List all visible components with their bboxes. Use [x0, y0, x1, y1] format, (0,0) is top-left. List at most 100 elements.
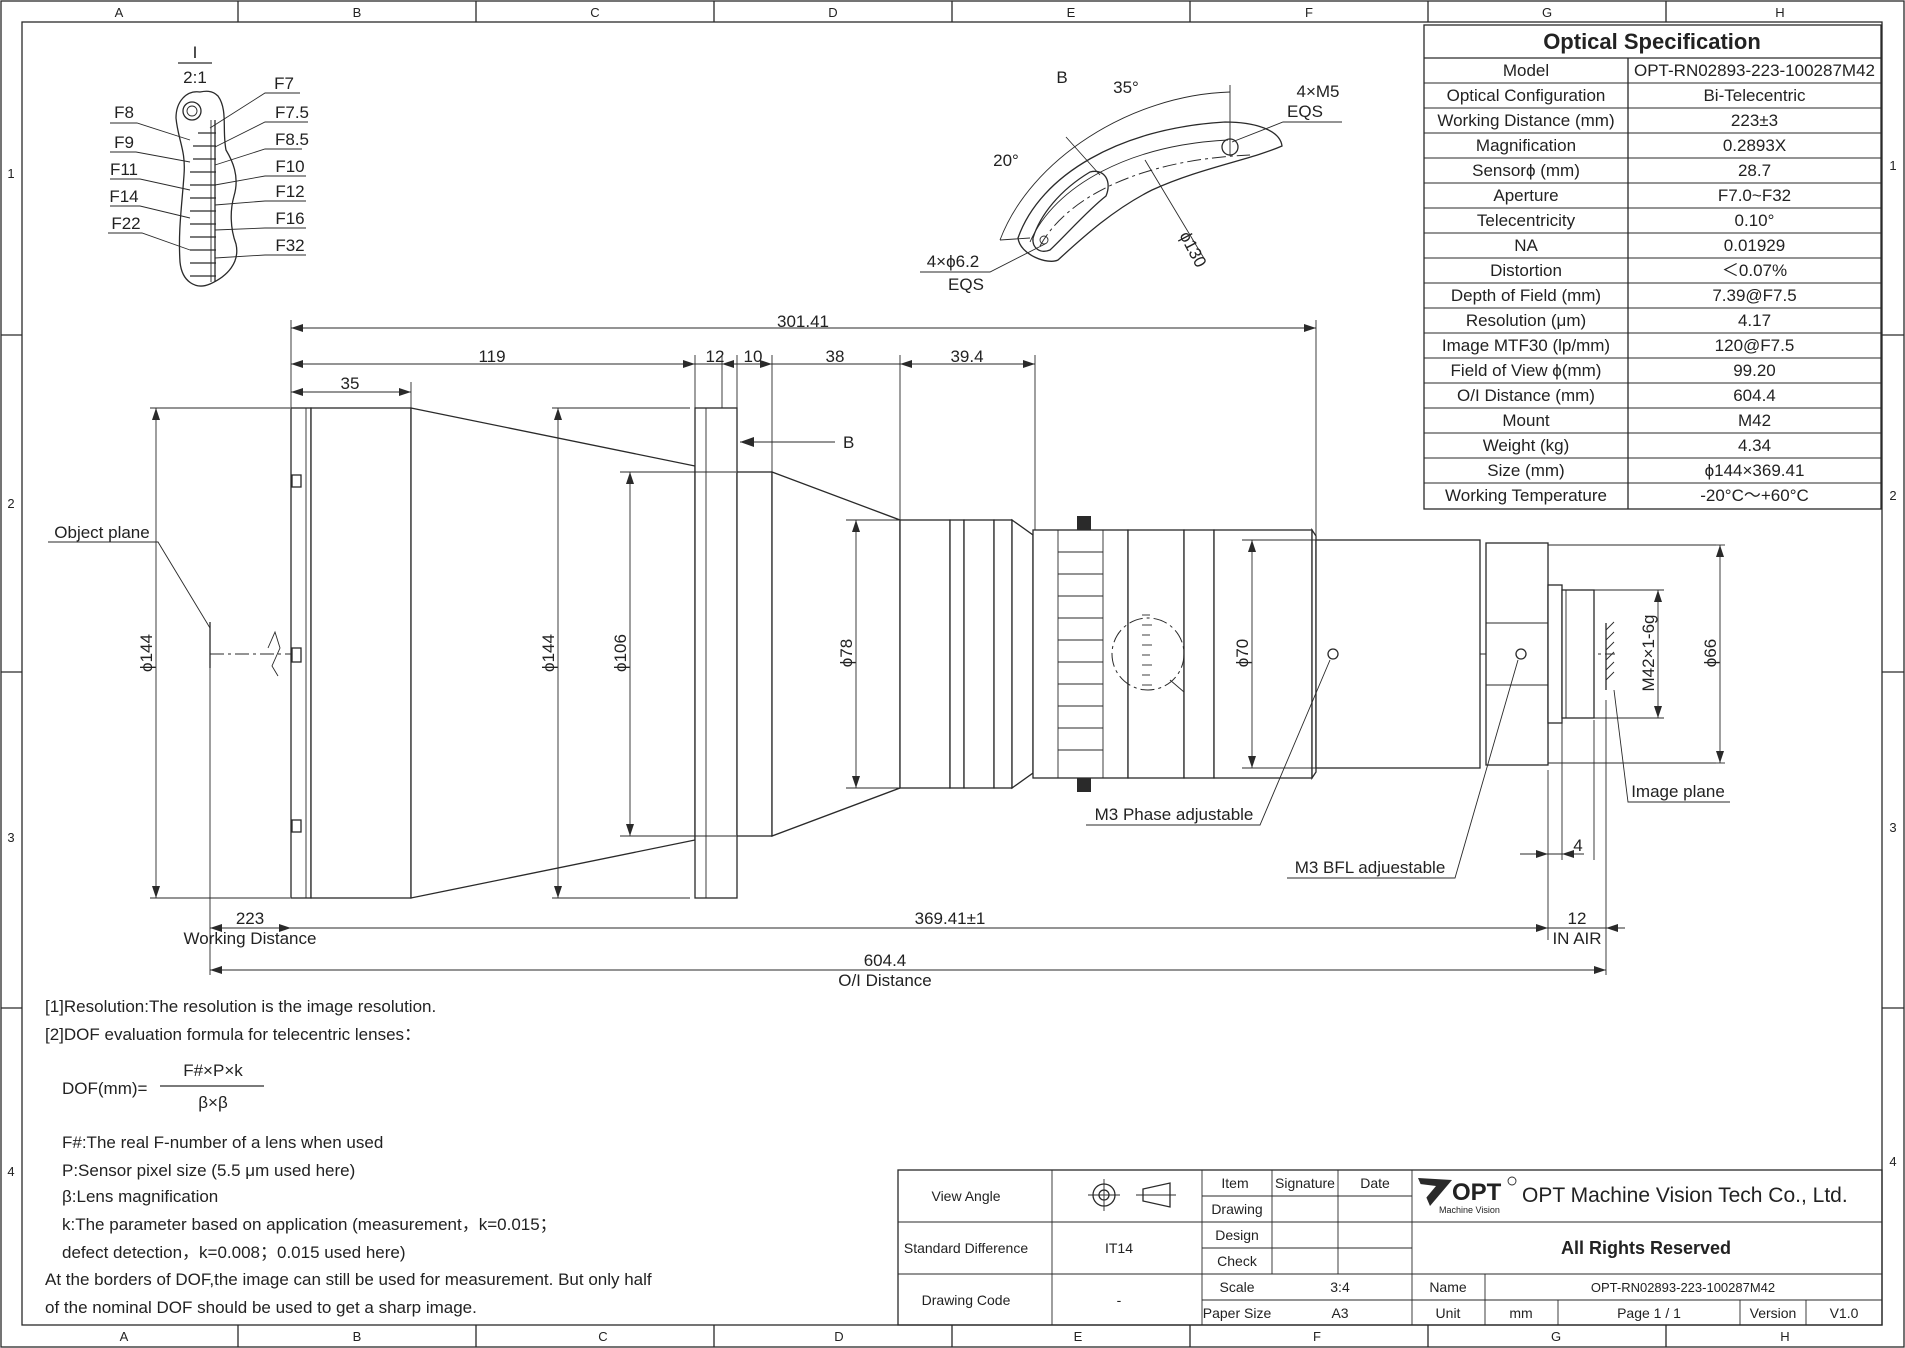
drawing-code-value: - [1117, 1292, 1122, 1308]
hole-6-2-callout: 4×ϕ6.2 [927, 252, 980, 271]
note-dof-title: [2]DOF evaluation formula for telecentri… [45, 1025, 421, 1044]
detail-b-label: B [1056, 68, 1067, 87]
spec-row-label: Mount [1502, 411, 1550, 430]
column-markers-top: A B C D E F G H [115, 5, 1785, 20]
spec-row-label: Resolution (μm) [1466, 311, 1586, 330]
fstop-f22: F22 [111, 214, 140, 233]
row-1-left: 1 [7, 166, 14, 181]
name-value: OPT-RN02893-223-100287M42 [1591, 1280, 1775, 1295]
rear-cone [771, 471, 901, 837]
spec-row-value: 99.20 [1733, 361, 1776, 380]
spec-row-label: Field of View ϕ(mm) [1451, 361, 1602, 380]
m3-bfl-label: M3 BFL adjuestable [1295, 858, 1446, 877]
dof-numerator: F#×P×k [183, 1061, 243, 1080]
phi130-dimension: ϕ130 [1176, 228, 1211, 270]
spec-row-value: 120@F7.5 [1715, 336, 1795, 355]
dim-223: 223 [236, 909, 264, 928]
dim-12-in-air: 12 [1568, 909, 1587, 928]
fstop-f7: F7 [274, 74, 294, 93]
fstop-f12: F12 [275, 182, 304, 201]
note-k-defect: defect detection，k=0.008；0.015 used here… [62, 1243, 406, 1262]
working-distance-label: Working Distance [184, 929, 317, 948]
standard-difference-value: IT14 [1105, 1240, 1133, 1256]
note-fnumber: F#:The real F-number of a lens when used [62, 1133, 383, 1152]
column-markers-bottom: A B C D E F G H [120, 1329, 1790, 1344]
title-block: View Angle Item Signature Date Drawing S… [897, 1169, 1883, 1326]
m5-eqs: EQS [1287, 102, 1323, 121]
fstop-f16: F16 [275, 209, 304, 228]
dimensions: 301.41 119 12 10 38 39.4 35 223 Working … [137, 312, 1725, 990]
spec-row-label: Image MTF30 (lp/mm) [1442, 336, 1610, 355]
spec-row-value: 223±3 [1731, 111, 1778, 130]
third-angle-projection-icon [1088, 1179, 1176, 1211]
spec-row-label: Working Distance (mm) [1437, 111, 1614, 130]
row-markers: 1 2 3 4 1 2 3 4 [7, 158, 1896, 1179]
dim-phi144-flange: ϕ144 [539, 634, 558, 672]
check-row-label: Check [1217, 1253, 1258, 1269]
object-plane-label: Object plane [54, 523, 149, 542]
spec-row-label: Model [1503, 61, 1549, 80]
note-pixel-size: P:Sensor pixel size (5.5 μm used here) [62, 1161, 355, 1180]
fstop-f8-5: F8.5 [275, 130, 309, 149]
m5-callout: 4×M5 [1297, 82, 1340, 101]
spec-row-label: Depth of Field (mm) [1451, 286, 1601, 305]
m42-mount [1547, 584, 1563, 724]
spec-row-label: Aperture [1493, 186, 1558, 205]
m3-bfl-screw [1515, 648, 1527, 660]
angle-35: 35° [1113, 78, 1139, 97]
notes: [1]Resolution:The resolution is the imag… [45, 997, 652, 1317]
dim-604-4: 604.4 [864, 951, 907, 970]
unit-value: mm [1509, 1305, 1532, 1321]
col-e: E [1067, 5, 1076, 20]
locking-screw-bottom [1077, 778, 1091, 792]
fstop-f11: F11 [110, 160, 138, 179]
col-h: H [1780, 1329, 1789, 1344]
spec-row-label: Magnification [1476, 136, 1576, 155]
dof-denominator: β×β [198, 1093, 228, 1112]
m3-phase-screw [1327, 648, 1339, 660]
col-c: C [590, 5, 599, 20]
drawing-row-label: Drawing [1211, 1201, 1262, 1217]
paper-size-value: A3 [1331, 1305, 1348, 1321]
dof-lhs: DOF(mm)= [62, 1079, 148, 1098]
detail-b-flange-segment: B 35° 20° 4×M5 EQS 4×ϕ6.2 EQS ϕ130 [920, 68, 1342, 294]
dim-119: 119 [478, 347, 505, 366]
image-plane-label: Image plane [1631, 782, 1725, 801]
note-borders-2: of the nominal DOF should be used to get… [45, 1298, 477, 1317]
row-3-right: 3 [1889, 820, 1896, 835]
spec-row-value: 0.10° [1735, 211, 1775, 230]
note-k-param: k:The parameter based on application (me… [62, 1215, 557, 1234]
spec-row-value: OPT-RN02893-223-100287M42 [1634, 61, 1875, 80]
version-label: Version [1750, 1305, 1797, 1321]
fstop-f8: F8 [114, 103, 134, 122]
col-d: D [834, 1329, 843, 1344]
spec-row-value: -20°C～+60°C [1700, 486, 1809, 505]
in-air-label: IN AIR [1552, 929, 1601, 948]
col-h: H [1775, 5, 1784, 20]
detail-i-label: I [193, 43, 198, 62]
spec-row-label: Distortion [1490, 261, 1562, 280]
spec-row-label: Optical Configuration [1447, 86, 1606, 105]
oi-distance-label: O/I Distance [838, 971, 932, 990]
spec-row-label: Sensorϕ (mm) [1472, 161, 1580, 180]
page-indicator: Page 1 / 1 [1617, 1305, 1681, 1321]
spec-row-value: 7.39@F7.5 [1712, 286, 1796, 305]
logo-subtitle: Machine Vision [1439, 1205, 1500, 1215]
rear-body [1213, 529, 1313, 779]
spec-row-value: ϕ144×369.41 [1705, 461, 1805, 480]
spec-row-label: O/I Distance (mm) [1457, 386, 1595, 405]
hole-6-2-eqs: EQS [948, 275, 984, 294]
col-f: F [1305, 5, 1313, 20]
col-e: E [1074, 1329, 1083, 1344]
row-2-left: 2 [7, 496, 14, 511]
company-name: OPT Machine Vision Tech Co., Ltd. [1522, 1184, 1848, 1207]
detail-i-outline [175, 90, 238, 287]
dim-38: 38 [826, 347, 845, 366]
col-a: A [120, 1329, 129, 1344]
dim-phi66: ϕ66 [1701, 639, 1720, 667]
col-g: G [1542, 5, 1552, 20]
front-barrel [310, 407, 412, 899]
col-b: B [353, 1329, 362, 1344]
mid-flange [694, 407, 738, 899]
